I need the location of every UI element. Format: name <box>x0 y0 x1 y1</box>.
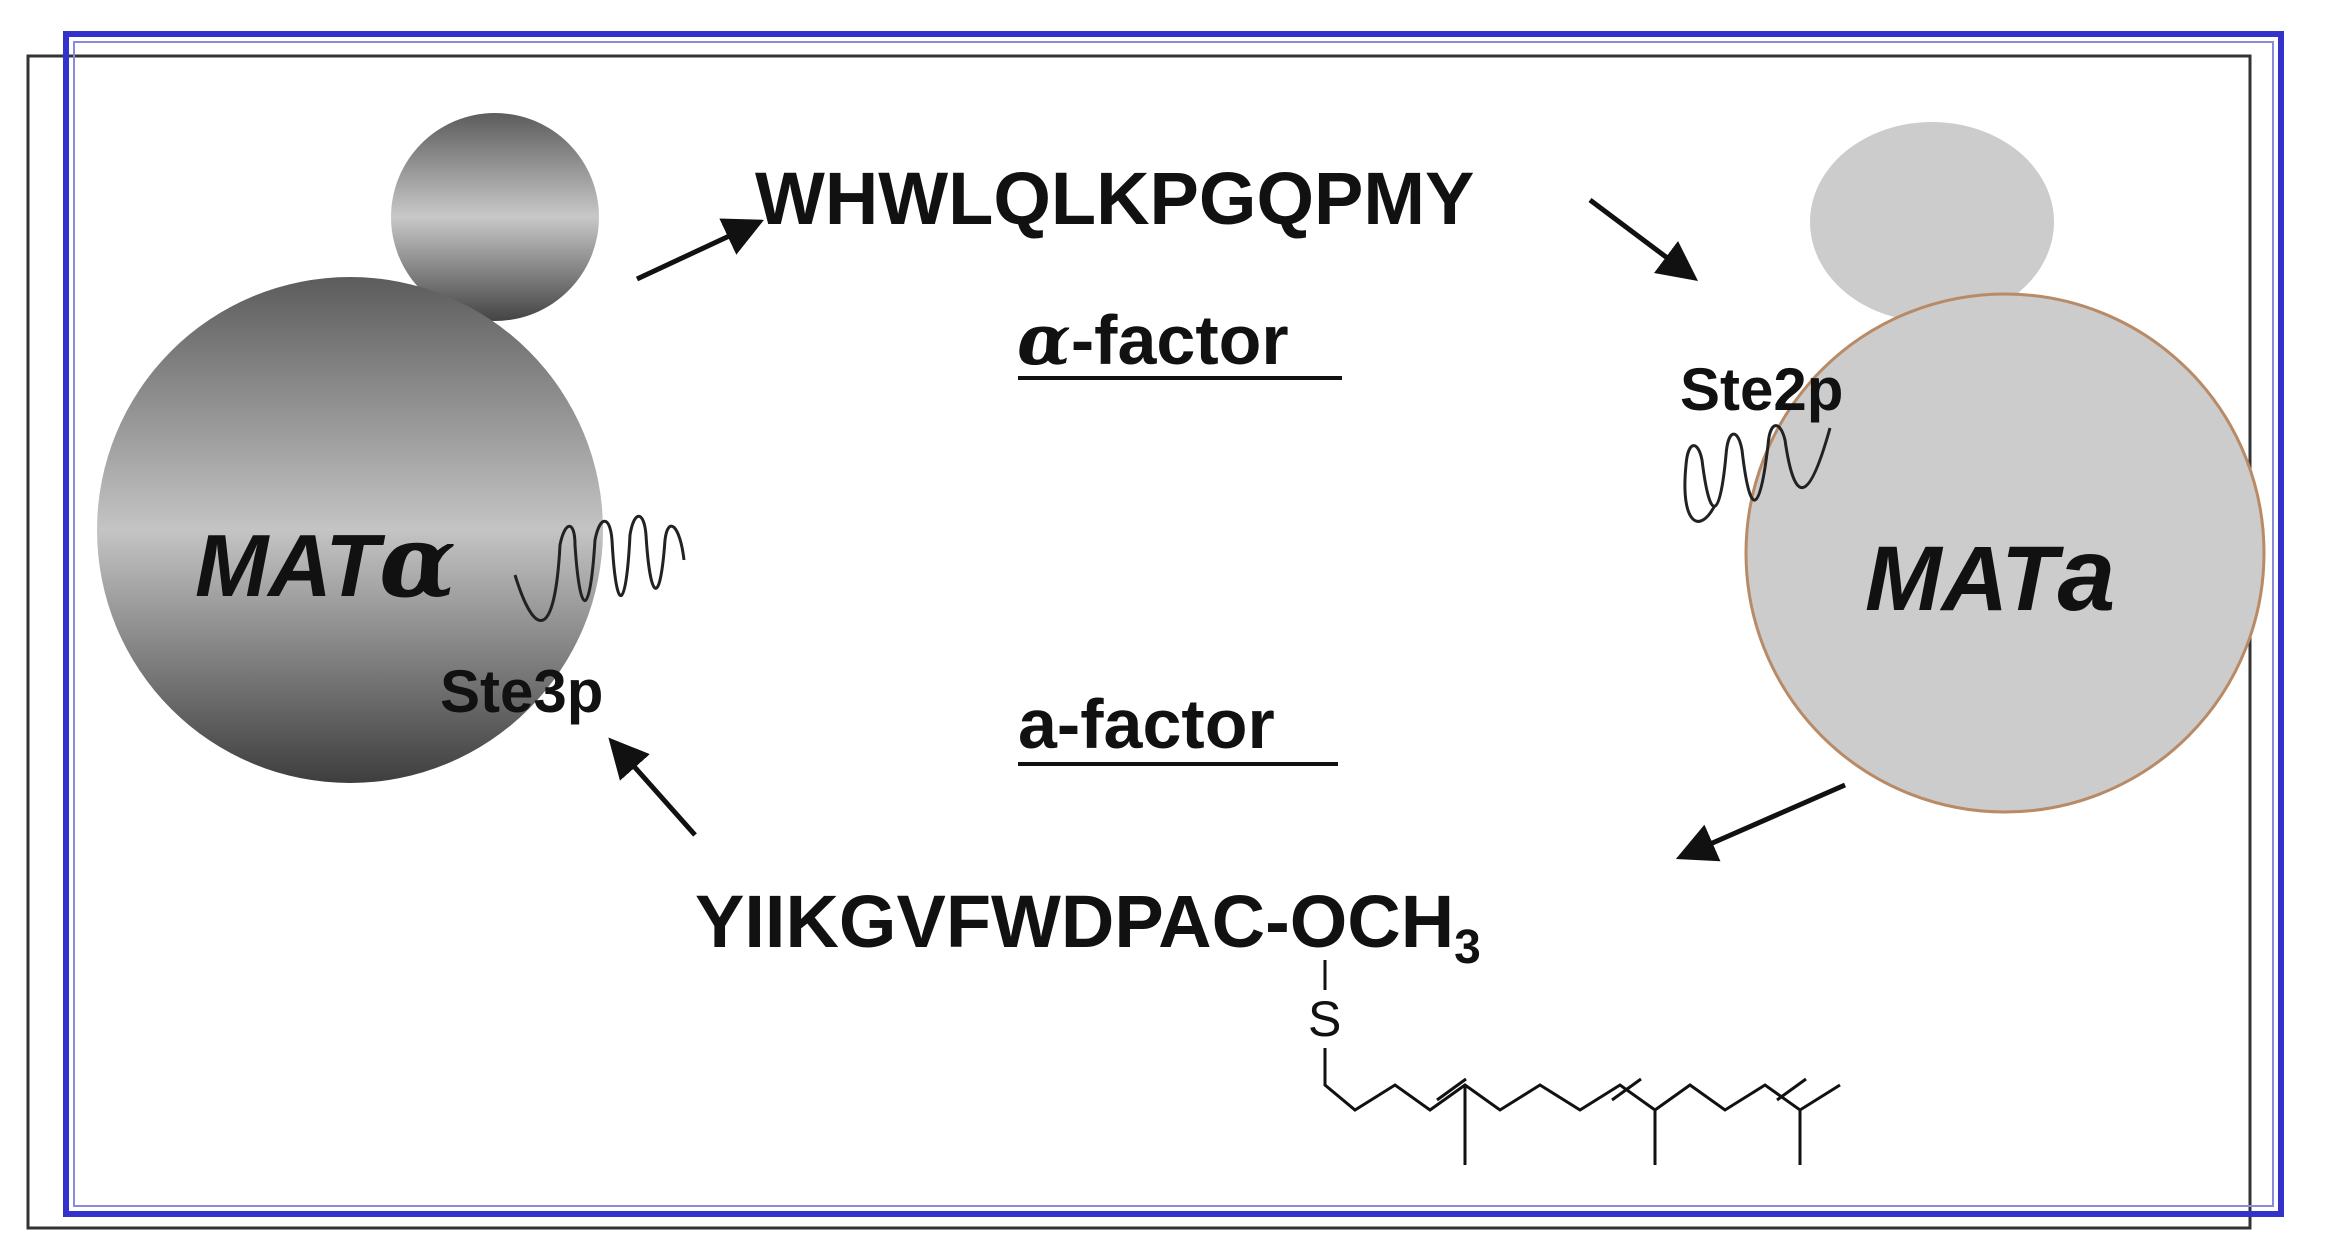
arrow-alpha-cell-to-alpha-factor <box>635 218 765 282</box>
svg-text:α-factor: α-factor <box>1017 298 1289 381</box>
farnesyl-double-bonds <box>1436 1077 1807 1102</box>
a-bud <box>1810 122 2054 322</box>
ste3p-label: Ste3p <box>440 658 603 725</box>
a-factor-subscript: 3 <box>1454 921 1481 974</box>
ste2p-receptor-coil-icon <box>1683 424 1832 523</box>
farnesyl-chain <box>1323 1048 1841 1112</box>
a-factor-label: a-factor <box>1018 685 1275 763</box>
alpha-factor-greek: α <box>1017 298 1071 381</box>
mat-alpha-cell: MATα Ste3p <box>97 113 686 783</box>
alpha-bud <box>391 113 599 321</box>
alpha-factor-label: -factor <box>1071 301 1289 379</box>
a-cell-body <box>1744 292 2266 814</box>
outer-frame-black <box>26 54 2252 1230</box>
outer-frame-blue-inner <box>73 41 2274 1207</box>
alpha-cell-body <box>97 277 603 783</box>
farnesyl-methyl-branches <box>1463 1085 1802 1165</box>
ste3p-receptor-coil-icon <box>513 514 686 622</box>
alpha-factor-sequence: WHWLQLKPGQPMY <box>755 157 1474 240</box>
svg-text:MATα: MATα <box>195 502 456 620</box>
ste2p-label: Ste2p <box>1680 356 1843 423</box>
mat-alpha-greek: α <box>379 502 456 620</box>
arrow-alpha-factor-to-a-cell <box>1588 198 1698 281</box>
mat-a-label: MAT <box>1865 528 2064 630</box>
svg-text:YIIKGVFWDPAC-OCH3: YIIKGVFWDPAC-OCH3 <box>695 880 1481 974</box>
a-factor-sequence: YIIKGVFWDPAC-OCH <box>695 880 1454 963</box>
arrow-a-cell-to-a-factor <box>1675 782 1847 862</box>
arrow-a-factor-to-alpha-cell <box>608 737 697 837</box>
sulfur-atom: S <box>1308 991 1341 1047</box>
mat-alpha-label: MAT <box>195 516 385 615</box>
svg-text:MATa: MATa <box>1865 517 2115 633</box>
mat-a-suffix: a <box>2057 517 2115 633</box>
outer-frame-blue <box>63 31 2284 1217</box>
mat-a-cell: MATa Ste2p <box>1680 122 2266 814</box>
